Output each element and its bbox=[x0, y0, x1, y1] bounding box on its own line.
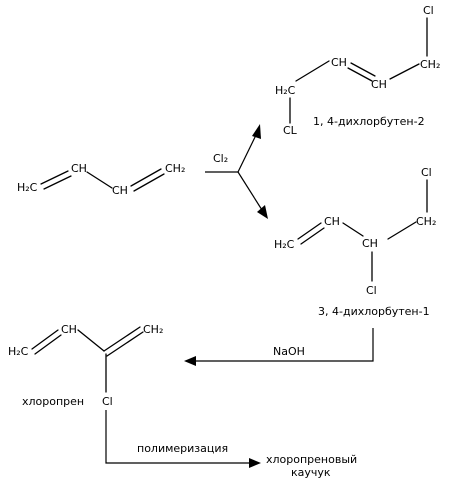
p34-h2c: H₂C bbox=[274, 238, 295, 251]
p34-ch-center: CH bbox=[362, 237, 378, 250]
product-1-4-dichlorobutene: Cl CH₂ CH CH H₂C CL 1, 4-дихлорбутен-2 bbox=[275, 4, 440, 137]
p34-bond-double-a bbox=[297, 222, 322, 240]
p14-h2c: H₂C bbox=[275, 84, 296, 97]
p34-ch2: CH₂ bbox=[416, 215, 436, 228]
bond-double-c bbox=[130, 168, 162, 187]
polymer-arrow-line bbox=[105, 410, 251, 464]
arrow-down-head bbox=[257, 205, 268, 219]
arrow-up-line bbox=[237, 132, 258, 173]
bond-double-a bbox=[40, 170, 69, 185]
cp-bond-double-d bbox=[106, 331, 144, 357]
polymerization-step: полимеризация хлоропреновый каучук bbox=[105, 410, 357, 479]
butadiene-ch2: CH₂ bbox=[165, 162, 185, 175]
p14-ch2-right: CH₂ bbox=[420, 58, 440, 71]
arrow-up-head bbox=[252, 124, 261, 139]
p14-cl-bottom: CL bbox=[283, 124, 298, 137]
cp-bond-single bbox=[77, 329, 105, 352]
reagent-naoh: NaOH bbox=[273, 345, 305, 358]
rubber-line1: хлоропреновый bbox=[266, 453, 357, 466]
p34-bond-ch2-ch bbox=[387, 221, 417, 240]
chlorination-step: Cl₂ bbox=[205, 124, 268, 219]
butadiene-ch-2: CH bbox=[112, 184, 128, 197]
bond-double-d bbox=[133, 173, 165, 192]
naoh-arrow-head bbox=[184, 356, 196, 366]
p34-ch-top: CH bbox=[324, 215, 340, 228]
p34-cl-top: Cl bbox=[421, 166, 432, 179]
chloroprene-h2c: H₂C bbox=[8, 345, 29, 358]
cp-bond-double-b bbox=[34, 334, 62, 355]
chloroprene-cl: Cl bbox=[102, 395, 113, 408]
p34-bond-double-b bbox=[300, 227, 325, 245]
cp-bond-double-c bbox=[103, 326, 141, 352]
p14-bond-ch-h2c bbox=[295, 60, 330, 82]
p14-cl-top: Cl bbox=[423, 4, 434, 17]
p14-ch-right: CH bbox=[371, 78, 387, 91]
product-3-4-dichlorobutene: Cl CH₂ CH CH H₂C Cl 3, 4-дихлорбутен-1 bbox=[274, 166, 436, 318]
butadiene: H₂C CH CH CH₂ bbox=[17, 162, 185, 197]
p34-bond-ch-ch bbox=[342, 222, 364, 237]
bond-single bbox=[86, 171, 113, 189]
naoh-arrow-line bbox=[194, 328, 374, 362]
p14-name: 1, 4-дихлорбутен-2 bbox=[313, 115, 425, 128]
chloroprene-name: хлоропрен bbox=[22, 395, 84, 408]
p14-bond-ch2-ch bbox=[389, 63, 420, 80]
rubber-line2: каучук bbox=[291, 466, 331, 479]
arrow-down-line bbox=[237, 171, 263, 211]
polymerization-label: полимеризация bbox=[137, 442, 228, 455]
p14-bond-double-a bbox=[350, 62, 376, 77]
p14-ch-left: CH bbox=[331, 56, 347, 69]
p34-cl-bottom: Cl bbox=[366, 284, 377, 297]
chloroprene-ch: CH bbox=[61, 323, 77, 336]
p34-name: 3, 4-дихлорбутен-1 bbox=[318, 305, 430, 318]
dehydrochlorination-step: NaOH bbox=[184, 328, 374, 366]
butadiene-h2c: H₂C bbox=[17, 181, 38, 194]
reagent-cl2: Cl₂ bbox=[213, 152, 228, 165]
p14-bond-double-b bbox=[347, 67, 373, 82]
chloroprene: CH CH₂ H₂C Cl хлоропрен bbox=[8, 323, 163, 408]
cp-bond-double-a bbox=[31, 329, 59, 350]
chloroprene-ch2: CH₂ bbox=[143, 323, 163, 336]
polymer-arrow-head bbox=[249, 458, 261, 468]
bond-double-b bbox=[43, 175, 72, 190]
butadiene-ch-1: CH bbox=[71, 162, 87, 175]
